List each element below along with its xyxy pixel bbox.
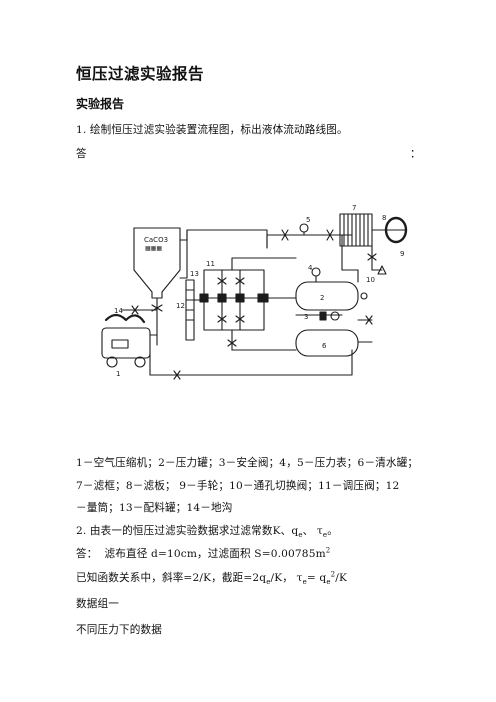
callout-2: 2 (320, 294, 324, 302)
callout-4: 4 (308, 264, 313, 272)
callout-9: 9 (400, 250, 404, 258)
question-2-sub-1: e (298, 531, 303, 540)
callout-3: 3 (304, 313, 308, 321)
question-2-text: 2. 由表一的恒压过滤实验数据求过滤常数K、q (76, 525, 299, 537)
diff-pressure-label: 不同压力下的数据 (76, 624, 162, 636)
known-sup: 2 (330, 570, 336, 579)
known-sub-3: e (326, 578, 331, 587)
callout-10: 10 (366, 276, 375, 284)
question-1: 1. 绘制恒压过滤实验装置流程图，标出液体流动路线图。 (76, 124, 348, 136)
known-sub-2: e (302, 578, 307, 587)
answer-2-label: 答： (76, 548, 98, 560)
known-relation: 已知函数关系中，斜率=2/K，截距=2qe/K， τe= qe2/K (76, 570, 348, 587)
known-text-b: /K， τ (270, 572, 303, 584)
section-heading: 实验报告 (76, 97, 125, 111)
switching-valve-manifold (199, 269, 269, 331)
known-text-a: 已知函数关系中，斜率=2/K，截距=2q (76, 572, 267, 584)
svg-text:▦▦▦: ▦▦▦ (145, 245, 162, 252)
answer-2: 答： 滤布直径 d=10cm，过滤面积 S=0.00785m2 (76, 546, 330, 561)
callout-1: 1 (116, 370, 120, 378)
answer-2-sup: 2 (325, 546, 331, 555)
air-compressor (101, 313, 151, 368)
callout-11: 11 (206, 260, 215, 268)
page-title: 恒压过滤实验报告 (76, 65, 205, 83)
callout-7: 7 (352, 204, 356, 212)
known-text-c: = q (306, 572, 327, 584)
tank-label: CaCO3 (144, 236, 168, 244)
process-flow-diagram: CaCO3 ▦▦▦ (101, 204, 408, 380)
legend-line-1: 1－空气压缩机；2－压力罐；3－安全阀；4，5－压力表；6－清水罐； (76, 457, 419, 469)
question-2-sub-2: e (322, 531, 328, 540)
legend-line-2: 7－滤框；8－滤板； 9－手轮；10－通孔切换阀；11－调压阀；12 (76, 480, 400, 492)
data-group-label: 数据组一 (76, 598, 119, 610)
answer-2-text: 滤布直径 d=10cm，过滤面积 S=0.00785m (104, 548, 326, 560)
question-2-mid: 、 τ (302, 525, 323, 537)
callout-14: 14 (114, 307, 123, 315)
answer-colon: ： (410, 148, 421, 160)
pressure-tank (295, 281, 368, 311)
known-text-d: /K (335, 572, 348, 584)
answer-label: 答 (76, 148, 87, 160)
question-2: 2. 由表一的恒压过滤实验数据求过滤常数K、qe、 τe。 (76, 523, 338, 540)
callout-12: 12 (176, 302, 185, 310)
callout-5: 5 (306, 216, 310, 224)
hand-wheel (384, 216, 408, 244)
clear-water-tank (295, 329, 359, 357)
legend-line-3: －量筒；13－配料罐；14－地沟 (76, 502, 233, 514)
known-sub-1: e (266, 578, 271, 587)
callout-6: 6 (322, 342, 327, 350)
filter-press (339, 213, 387, 247)
question-2-end: 。 (327, 525, 338, 537)
batching-tank: CaCO3 ▦▦▦ (133, 227, 181, 299)
callout-13: 13 (190, 270, 199, 278)
callout-8: 8 (382, 214, 386, 222)
